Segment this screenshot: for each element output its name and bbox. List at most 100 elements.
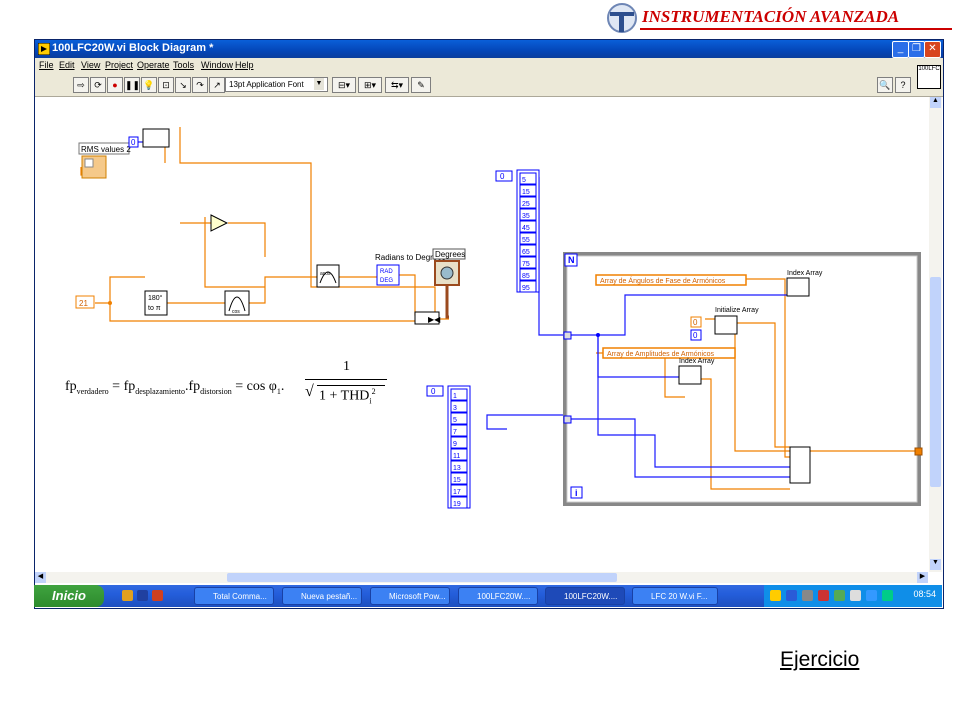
quicklaunch-save-icon[interactable]: [137, 590, 148, 601]
array-bottom-cell[interactable]: [450, 460, 468, 473]
clean-up-diagram-icon[interactable]: ✎: [411, 77, 431, 93]
tray-battery-icon[interactable]: [882, 590, 893, 601]
rad-to-deg-node[interactable]: [376, 264, 400, 286]
abort-icon[interactable]: ●: [107, 77, 123, 93]
index-array-1-node[interactable]: [786, 277, 810, 297]
quicklaunch-media-icon[interactable]: [152, 590, 163, 601]
maximize-button[interactable]: ❐: [908, 41, 925, 58]
array-top-cell[interactable]: [519, 280, 537, 293]
task-labview-2[interactable]: 100LFC20W....: [545, 587, 625, 605]
distribute-objects-icon[interactable]: ⊞▾: [358, 77, 382, 93]
menu-file[interactable]: File: [39, 60, 54, 70]
scroll-up-icon[interactable]: ▲: [930, 97, 941, 108]
const-21[interactable]: [75, 295, 95, 309]
vertical-scrollbar[interactable]: ▲ ▼: [929, 97, 942, 572]
loop-iteration-terminal[interactable]: [570, 486, 583, 499]
array-bottom-cell[interactable]: [450, 448, 468, 461]
menu-view[interactable]: View: [81, 60, 101, 70]
pause-icon[interactable]: ❚❚: [124, 77, 140, 93]
index-array-2-node[interactable]: [678, 365, 702, 385]
task-labview-1[interactable]: 100LFC20W....: [458, 587, 538, 605]
chevron-down-icon[interactable]: ▼: [314, 78, 324, 90]
menu-operate[interactable]: Operate: [137, 60, 170, 70]
array-top-cell[interactable]: [519, 184, 537, 197]
array-bottom-cell[interactable]: [450, 484, 468, 497]
help-icon[interactable]: ?: [895, 77, 911, 93]
array-top-cell[interactable]: [519, 268, 537, 281]
tray-hand-icon[interactable]: [770, 590, 781, 601]
array-top-index[interactable]: [495, 170, 513, 182]
init-size-const[interactable]: [690, 329, 702, 341]
search-icon[interactable]: 🔍: [877, 77, 893, 93]
menu-window[interactable]: Window: [201, 60, 234, 70]
array-bottom-cell[interactable]: [450, 412, 468, 425]
quicklaunch-browser-icon[interactable]: [122, 590, 133, 601]
initialize-array-node[interactable]: [714, 315, 738, 335]
minimize-button[interactable]: _: [892, 41, 909, 58]
scroll-left-icon[interactable]: ◀: [35, 572, 46, 583]
replace-array-subset-node[interactable]: [789, 446, 811, 484]
horizontal-scrollbar[interactable]: ◀ ▶: [35, 572, 928, 583]
block-diagram-canvas[interactable]: RMS values 2 0 21 180° to π cos acos: [35, 97, 928, 572]
tray-update-icon[interactable]: [834, 590, 845, 601]
ejercicio-link[interactable]: Ejercicio: [780, 648, 860, 671]
array-top-cell[interactable]: [519, 220, 537, 233]
output-tunnel[interactable]: [914, 447, 923, 456]
reorder-objects-icon[interactable]: ⇆▾: [385, 77, 409, 93]
angles-array-ref[interactable]: [595, 274, 747, 286]
array-top-cell[interactable]: [519, 172, 537, 185]
run-arrow-icon[interactable]: ⇨: [73, 77, 89, 93]
auto-index-tunnel-bottom[interactable]: [563, 415, 572, 424]
for-loop-structure[interactable]: [563, 252, 921, 506]
menu-edit[interactable]: Edit: [59, 60, 75, 70]
close-button[interactable]: ✕: [924, 41, 941, 58]
window-titlebar[interactable]: 100LFC20W.vi Block Diagram * _ ❐ ✕: [35, 40, 943, 58]
step-over-icon[interactable]: ↷: [192, 77, 208, 93]
array-top-cell[interactable]: [519, 232, 537, 245]
tray-wifi-icon[interactable]: [866, 590, 877, 601]
task-total-commander[interactable]: Total Comma...: [194, 587, 274, 605]
array-bottom-cell[interactable]: [450, 424, 468, 437]
array-bottom-cell[interactable]: [450, 436, 468, 449]
rms-index-const[interactable]: [128, 136, 139, 148]
deg-to-pi-node[interactable]: [144, 290, 168, 316]
retain-wire-values-icon[interactable]: ⊡: [158, 77, 174, 93]
build-array-node[interactable]: [414, 311, 440, 325]
highlight-execution-icon[interactable]: 💡: [141, 77, 157, 93]
task-browser[interactable]: Nueva pestañ...: [282, 587, 362, 605]
step-out-icon[interactable]: ↗: [209, 77, 225, 93]
tray-security-icon[interactable]: [818, 590, 829, 601]
array-top-cell[interactable]: [519, 244, 537, 257]
index-array-node-top[interactable]: [142, 128, 170, 148]
run-continuously-icon[interactable]: ⟳: [90, 77, 106, 93]
array-bottom-cell[interactable]: [450, 496, 468, 509]
tray-bluetooth-icon[interactable]: [786, 590, 797, 601]
array-top-cell[interactable]: [519, 196, 537, 209]
step-into-icon[interactable]: ↘: [175, 77, 191, 93]
acos-node[interactable]: [316, 264, 340, 288]
vertical-scroll-thumb[interactable]: [930, 277, 941, 487]
init-element-const[interactable]: [690, 316, 702, 328]
tray-volume-icon[interactable]: [850, 590, 861, 601]
multiply-node[interactable]: [210, 214, 229, 232]
loop-count-terminal[interactable]: [564, 253, 578, 267]
block-diagram[interactable]: RMS values 2 0 21 180° to π cos acos: [35, 97, 928, 572]
amplitudes-array-ref[interactable]: [602, 347, 736, 359]
task-labview-front[interactable]: LFC 20 W.vi F...: [632, 587, 718, 605]
menu-tools[interactable]: Tools: [173, 60, 195, 70]
horizontal-scroll-thumb[interactable]: [227, 573, 617, 582]
font-select[interactable]: 13pt Application Font: [225, 77, 328, 92]
align-objects-icon[interactable]: ⊟▾: [332, 77, 356, 93]
array-bottom-cell[interactable]: [450, 400, 468, 413]
menu-project[interactable]: Project: [105, 60, 134, 70]
array-bottom-index[interactable]: [426, 385, 444, 397]
menu-help[interactable]: Help: [235, 60, 254, 70]
array-top-cell[interactable]: [519, 256, 537, 269]
array-top-cell[interactable]: [519, 208, 537, 221]
task-powerpoint[interactable]: Microsoft Pow...: [370, 587, 450, 605]
auto-index-tunnel-top[interactable]: [563, 331, 572, 340]
tray-network-icon[interactable]: [802, 590, 813, 601]
start-button[interactable]: Inicio: [34, 585, 104, 607]
scroll-right-icon[interactable]: ▶: [917, 572, 928, 583]
scroll-down-icon[interactable]: ▼: [930, 559, 941, 570]
